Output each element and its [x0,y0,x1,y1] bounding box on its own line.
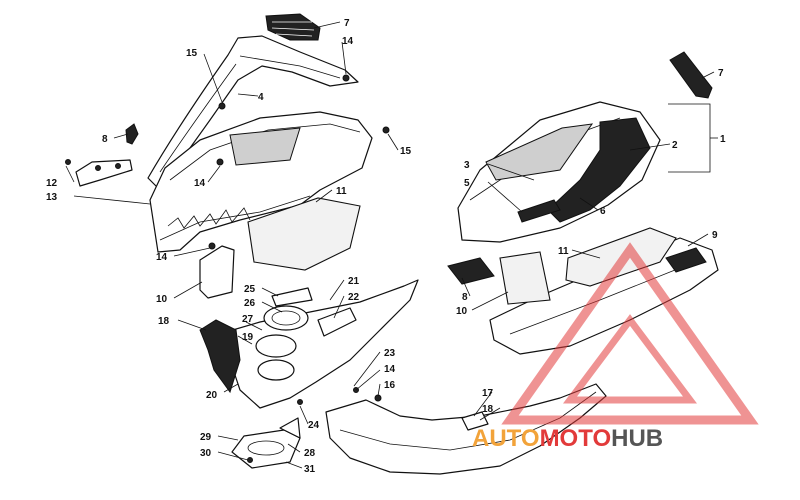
callout-10: 10 [156,294,168,305]
center-lower-assembly [199,279,419,469]
callout-29: 29 [200,432,212,443]
callout-4: 4 [258,92,264,103]
callout-6: 6 [600,206,606,217]
callout-19: 19 [242,332,254,343]
callout-28: 28 [304,448,316,459]
callout-18: 18 [158,316,170,327]
callout-8: 8 [102,134,108,145]
bracket-13 [75,159,133,187]
callout-7: 7 [718,68,724,79]
callout-11: 11 [336,186,347,197]
callout-8: 8 [462,292,468,303]
callout-9: 9 [712,230,718,241]
callout-31: 31 [304,464,316,475]
callout-labels: 7 14 15 4 8 15 12 13 14 11 14 10 25 21 2… [46,18,726,475]
callout-11: 11 [558,246,569,257]
callout-14: 14 [342,36,354,47]
side-panel-4 [147,35,359,191]
panel-22 [317,307,357,337]
callout-25: 25 [244,284,256,295]
hood-tub [149,111,373,253]
callout-13: 13 [46,192,58,203]
panel-10-right [499,251,551,305]
callout-15: 15 [400,146,412,157]
callout-16: 16 [384,380,396,391]
callout-7: 7 [344,18,350,29]
callout-17: 17 [482,388,494,399]
callout-15: 15 [186,48,198,59]
watermark-auto: AUTO [472,425,540,452]
callout-14: 14 [194,178,206,189]
callout-14: 14 [384,364,396,375]
leader-lines [65,21,715,469]
callout-18: 18 [482,404,494,415]
emblem-5 [517,199,561,223]
callout-10: 10 [456,306,468,317]
bracket-25 [271,287,313,307]
callout-1: 1 [720,134,726,145]
decal-2 [547,117,651,223]
reflector-8-left [125,123,139,145]
watermark-text: AUTOMOTOHUB [472,425,663,452]
lower-rail-assembly [325,383,607,475]
callout-22: 22 [348,292,360,303]
left-upper-hood [65,13,390,299]
right-side-panel [447,51,719,355]
watermark-triangle-icon [501,242,759,425]
grille-8-right [447,257,495,285]
callout-5: 5 [464,178,470,189]
callout-27: 27 [242,314,254,325]
callout-2: 2 [672,140,678,151]
bottom-cup-29 [231,429,301,469]
watermark-moto: MOTO [540,425,612,452]
lower-rail [325,383,607,475]
foam-pad-11-left [247,197,361,271]
callout-20: 20 [206,390,218,401]
grille-7-right [669,51,713,99]
callout-12: 12 [46,178,58,189]
callout-30: 30 [200,448,212,459]
callout-24: 24 [308,420,320,431]
callout-23: 23 [384,348,396,359]
callout-26: 26 [244,298,256,309]
watermark: AUTOMOTOHUB [472,242,759,452]
callout-3: 3 [464,160,470,171]
duct-19 [199,319,241,394]
callout-14: 14 [156,252,168,263]
watermark-hub: HUB [611,425,663,452]
grille-7-left [265,13,321,41]
callout-21: 21 [348,276,360,287]
panel-10-left [199,245,235,299]
